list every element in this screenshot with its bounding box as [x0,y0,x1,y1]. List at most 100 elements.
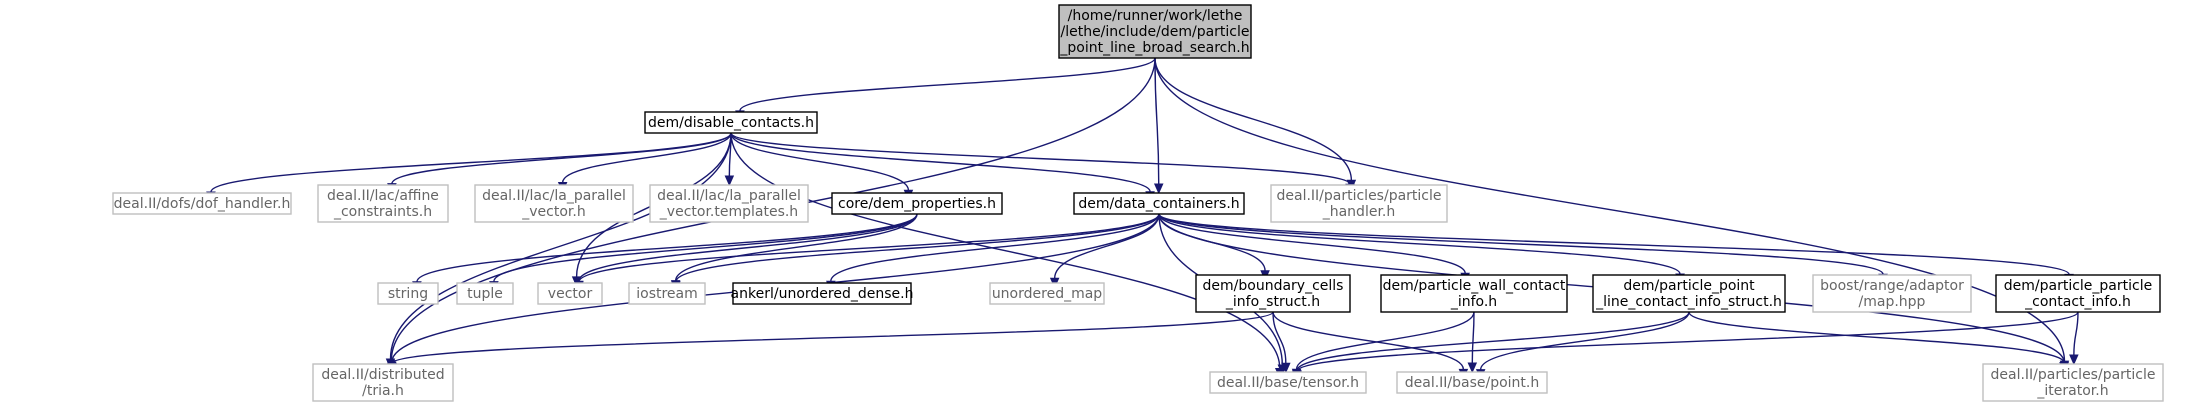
node-box [732,282,912,305]
node-label-line: _info_struct.h [1225,294,1320,310]
node-label-line: deal.II/particles/particle [1990,367,2155,383]
node-data-containers[interactable]: dem/data_containers.h [1073,192,1245,215]
edge-particle_particle-to-particle_iterator [2069,311,2079,366]
node-particle-wall-contact[interactable]: dem/particle_wall_contact_info.h [1380,274,1568,313]
node-boost-map[interactable]: boost/range/adaptor/map.hpp [1812,274,1972,313]
node-label-line: /tria.h [362,383,404,399]
edge-line [1296,311,1690,371]
node-box [1270,184,1448,223]
node-affine-constraints[interactable]: deal.II/lac/affine_constraints.h [317,184,449,223]
node-label-line: deal.II/lac/affine [327,188,439,204]
node-label-line: vector [548,286,593,302]
node-label-line: tuple [467,286,503,302]
node-distributed-tria[interactable]: deal.II/distributed/tria.h [312,363,454,402]
node-label-line: _vector.h [521,204,585,220]
node-disable-contacts[interactable]: dem/disable_contacts.h [644,111,818,134]
node-boundary-cells[interactable]: dem/boundary_cells_info_struct.h [1195,274,1351,313]
node-box [1058,4,1252,59]
edge-line [674,213,918,281]
edge-line [739,57,1156,112]
arrowhead [2069,354,2079,366]
edge-data_containers-to-boundary_cells [1158,213,1270,281]
node-box [537,282,603,305]
node-string[interactable]: string [377,282,439,305]
node-box [112,192,292,215]
node-box [312,363,454,402]
edge-boundary_cells-to-distributed_tria [387,311,1274,374]
node-box [1812,274,1972,313]
node-label-line: iostream [636,286,698,302]
node-vector[interactable]: vector [537,282,603,305]
node-unordered-map[interactable]: unordered_map [989,282,1105,305]
node-tuple[interactable]: tuple [456,282,514,305]
node-label-line: unordered_map [992,286,1102,302]
node-point[interactable]: deal.II/base/point.h [1396,371,1548,394]
node-la-parallel-vector[interactable]: deal.II/lac/la_parallel_vector.h [474,184,634,223]
node-label-line: dem/data_containers.h [1078,196,1239,212]
edge-line [561,132,732,183]
node-box [989,282,1105,305]
edge-disable_contacts-to-particle_handler [730,132,1355,195]
node-label-line: deal.II/lac/la_parallel [482,188,626,204]
node-label-line: deal.II/dofs/dof_handler.h [114,196,291,212]
edge-line [1154,57,1353,181]
edge-line [1272,311,1465,370]
node-label-line: _point_line_broad_search.h [1059,40,1249,56]
node-box [317,184,449,223]
node-label-line: ankerl/unordered_dense.h [731,286,914,302]
node-label-line: string [388,286,428,302]
edge-line [730,132,910,191]
node-box [628,282,706,305]
edge-line [1688,311,2065,364]
node-label-line: deal.II/lac/la_parallel [657,188,801,204]
node-box [1209,371,1367,394]
arrowhead [1153,183,1164,195]
node-box [1592,274,1786,313]
node-particle-handler[interactable]: deal.II/particles/particle_handler.h [1270,184,1448,223]
node-dof-handler[interactable]: deal.II/dofs/dof_handler.h [112,192,292,215]
arrowhead [1467,362,1478,374]
edge-line [1158,213,1466,274]
node-box [1073,192,1245,215]
edge-root-to-disable_contacts [735,57,1156,122]
node-particle-point-line[interactable]: dem/particle_point_line_contact_info_str… [1592,274,1786,313]
edge-line [210,132,732,193]
node-tensor[interactable]: deal.II/base/tensor.h [1209,371,1367,394]
node-box [649,184,809,223]
node-box [456,282,514,305]
edge-data_containers-to-unordered_map [1049,213,1160,289]
node-label-line: deal.II/distributed [321,367,444,383]
node-label-line: _contact_info.h [2024,294,2131,310]
edge-line [391,311,1274,365]
node-la-parallel-vector-templates[interactable]: deal.II/lac/la_parallel_vector.templates… [649,184,809,223]
node-iostream[interactable]: iostream [628,282,706,305]
node-unordered-dense[interactable]: ankerl/unordered_dense.h [731,282,914,305]
node-label-line: /home/runner/work/lethe [1068,8,1243,24]
node-box [1380,274,1568,313]
edge-line [1296,311,2079,372]
node-label-line: _vector.templates.h [659,204,798,220]
node-label-line: _iterator.h [2036,383,2108,399]
edge-line [1158,213,2070,276]
node-dem-properties[interactable]: core/dem_properties.h [831,192,1003,215]
edge-line [730,132,1151,193]
node-particle-particle[interactable]: dem/particle_particle_contact_info.h [1995,274,2161,313]
node-root[interactable]: /home/runner/work/lethe/lethe/include/de… [1058,4,1252,59]
node-label-line: deal.II/particles/particle [1276,188,1441,204]
node-label-line: dem/particle_point [1623,278,1755,294]
node-label-line: _handler.h [1322,204,1396,220]
edge-line [830,213,1160,282]
edge-line [1295,311,1475,370]
edge-line [1471,311,1475,364]
node-label-line: dem/disable_contacts.h [648,115,814,131]
node-label-line: dem/particle_wall_contact [1383,278,1566,294]
edge-particle_wall_contact-to-point [1467,311,1478,374]
edge-particle_point_line-to-particle_iterator [1688,311,2069,374]
node-box [1995,274,2161,313]
node-box [831,192,1003,215]
node-label-line: boost/range/adaptor [1820,278,1964,294]
edge-line [1158,213,1681,275]
edge-line [730,132,1281,369]
node-particle-iterator[interactable]: deal.II/particles/particle_iterator.h [1982,363,2164,402]
node-label-line: /map.hpp [1859,294,1926,310]
